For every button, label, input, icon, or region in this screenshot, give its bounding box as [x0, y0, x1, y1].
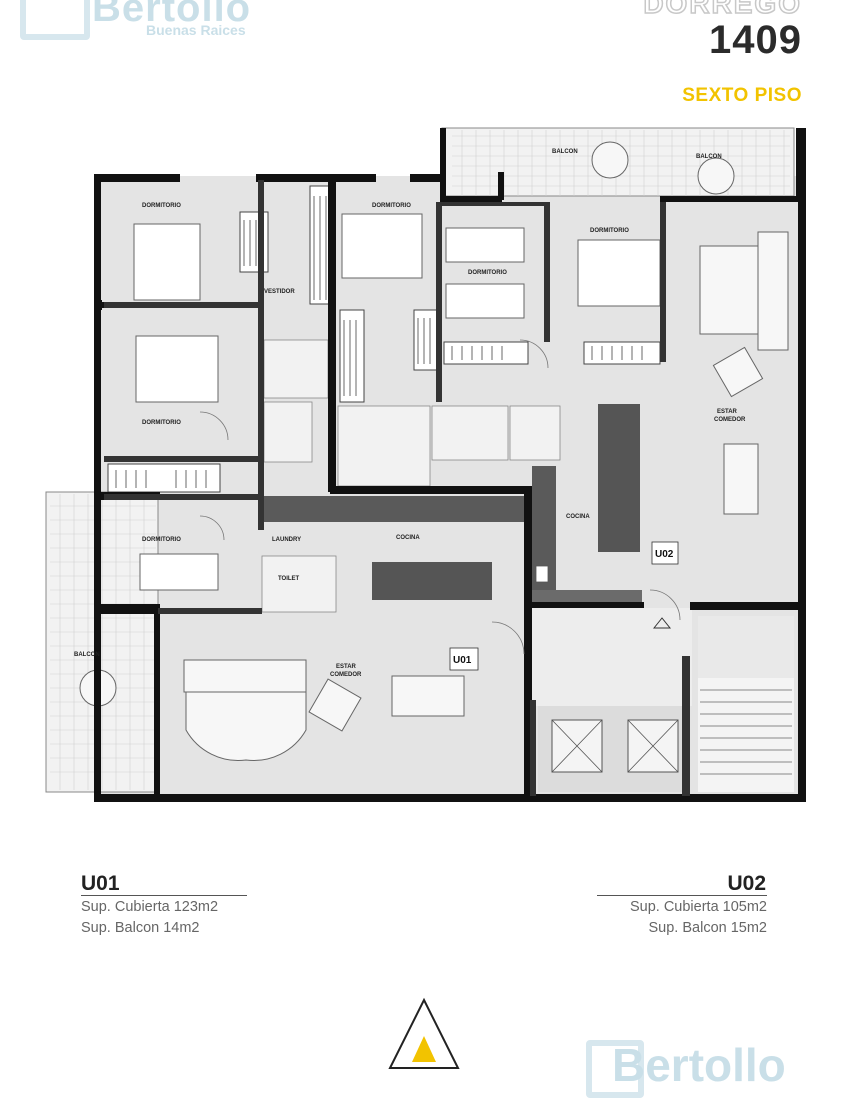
brand-name: Bertollo — [92, 0, 252, 30]
architect-logo-icon — [388, 997, 460, 1069]
label-estar-u02: ESTAR — [717, 409, 738, 415]
label-laundry: LAUNDRY — [272, 537, 301, 543]
brand-name-bottom: Bertollo — [612, 1039, 786, 1091]
unit-u02-cubierta: Sup. Cubierta 105m2 — [629, 899, 767, 915]
label-vestidor: VESTIDOR — [264, 289, 295, 295]
label-comedor-u02: COMEDOR — [714, 417, 746, 423]
label-dormitorio-4: DORMITORIO — [590, 228, 629, 234]
label-comedor-u01: COMEDOR — [330, 672, 362, 678]
floor-label: SEXTO PISO — [682, 85, 802, 106]
label-dormitorio-1: DORMITORIO — [142, 203, 181, 209]
unit-u01-cubierta: Sup. Cubierta 123m2 — [81, 899, 219, 915]
label-toilet: TOILET — [278, 576, 300, 582]
label-estar-u01: ESTAR — [336, 664, 357, 670]
label-dormitorio-5: DORMITORIO — [142, 420, 181, 426]
unit-u02-divider — [597, 895, 767, 896]
label-cocina-1: COCINA — [396, 535, 420, 541]
label-balcon-3: BALCON — [74, 652, 100, 658]
brand-logo-icon — [20, 0, 90, 40]
unit-u01-title: U01 — [81, 872, 120, 895]
street-number: 1409 — [709, 18, 802, 62]
street-name: DORREGO — [643, 0, 802, 20]
label-u02: U02 — [655, 549, 674, 560]
label-dormitorio-3: DORMITORIO — [468, 270, 507, 276]
label-u01: U01 — [453, 655, 472, 666]
label-balcon-1: BALCON — [552, 149, 578, 155]
unit-u01-balcon: Sup. Balcon 14m2 — [81, 920, 200, 936]
unit-u02-balcon: Sup. Balcon 15m2 — [648, 920, 768, 936]
brand-tagline: Buenas Raices — [146, 22, 246, 38]
unit-u02-title: U02 — [727, 872, 766, 895]
label-dormitorio-6: DORMITORIO — [142, 537, 181, 543]
label-balcon-2: BALCON — [696, 154, 722, 160]
label-cocina-2: COCINA — [566, 514, 590, 520]
unit-u01-divider — [81, 895, 247, 896]
label-dormitorio-2: DORMITORIO — [372, 203, 411, 209]
